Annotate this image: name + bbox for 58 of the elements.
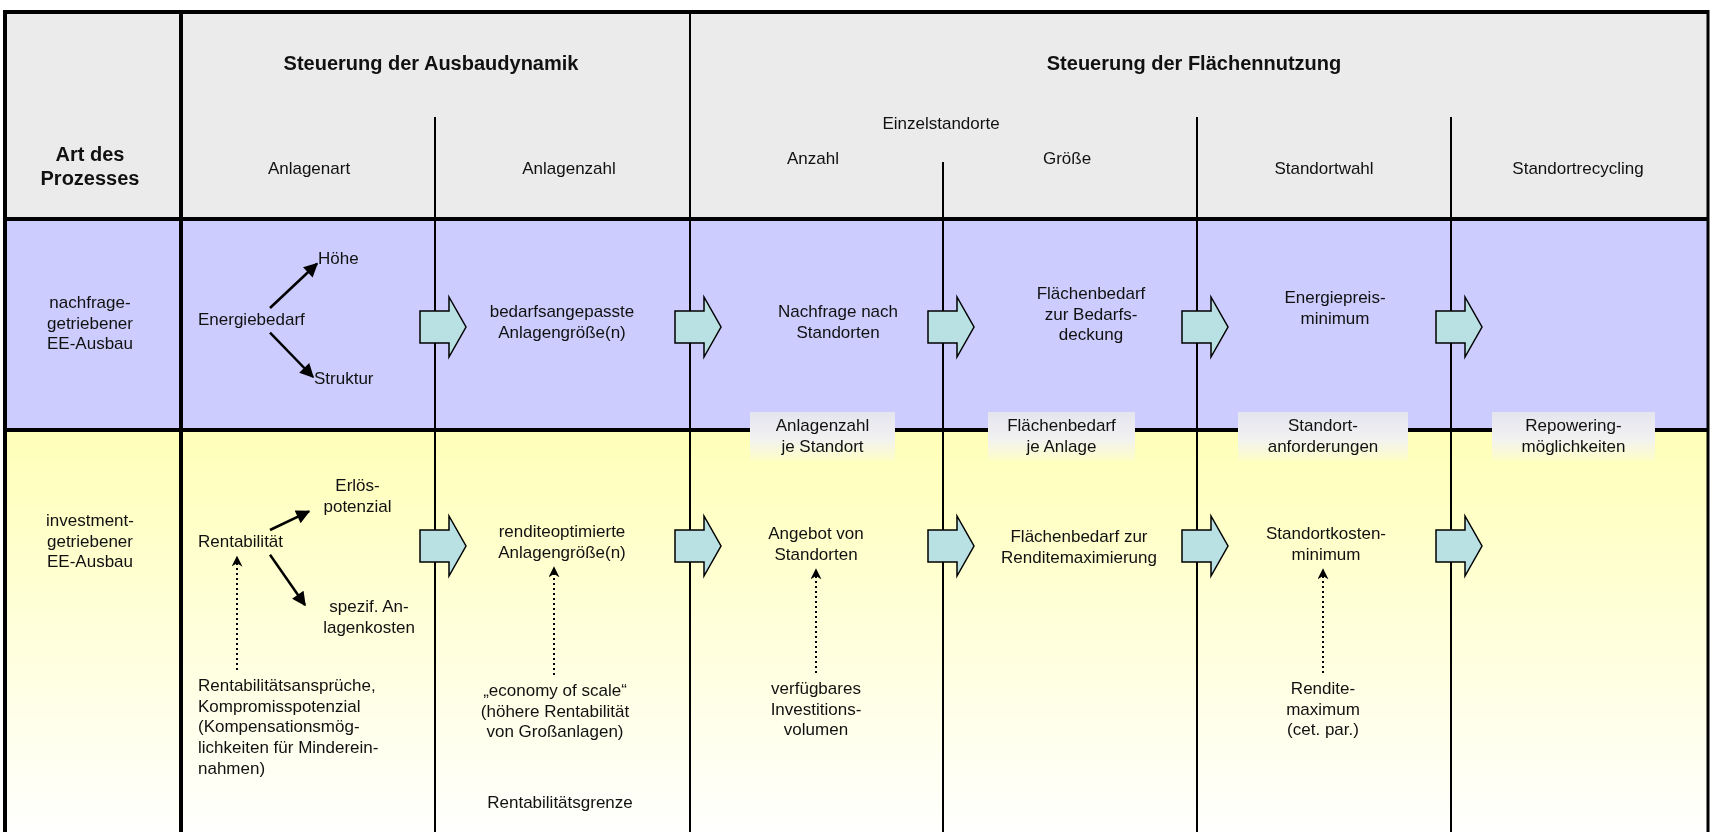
table-text: nachfrage- getriebener EE-Ausbau [46, 292, 134, 356]
node-text: Rentabilität [198, 532, 310, 553]
label-box [1492, 412, 1655, 462]
label-box [750, 412, 895, 462]
block-arrow [1435, 513, 1483, 579]
node-text: renditeoptimierte Anlagengröße(n) [462, 522, 662, 564]
node-text: Energiepreis- minimum [1268, 288, 1402, 330]
table-text: Einzelstandorte [881, 113, 1001, 135]
dotted-arrow [231, 555, 243, 671]
label-box [1238, 412, 1408, 462]
node-text: Standortkosten- minimum [1226, 524, 1426, 566]
dotted-arrow [548, 566, 560, 676]
node-text: Nachfrage nach Standorten [760, 302, 916, 344]
block-arrow [674, 294, 722, 360]
block-arrow [927, 294, 975, 360]
table-text: Anlagenzahl [521, 158, 617, 180]
arrow [269, 331, 314, 378]
arrow [269, 262, 318, 309]
node-text: Erlös- potenzial [310, 476, 405, 518]
node-text: verfügbares Investitions- volumen [752, 679, 880, 742]
node-text: Flächenbedarf zur Bedarfs- deckung [1026, 284, 1156, 347]
node-text: Rentabilitätsansprüche, Kompromisspotenzial (Kompensationsmög- lichkeiten für Minderein- nahmen) [198, 676, 430, 780]
block-arrow [1181, 294, 1229, 360]
dotted-arrow [1317, 568, 1329, 674]
column-heading: Steuerung der Ausbaudynamik [282, 50, 580, 76]
arrow [268, 554, 307, 607]
arrow [269, 510, 311, 532]
block-arrow [419, 513, 467, 579]
table-text: investment- getriebener EE-Ausbau [45, 510, 135, 574]
block-arrow [674, 513, 722, 579]
column-heading: Art des Prozesses [39, 141, 141, 191]
block-arrow [1181, 513, 1229, 579]
dotted-arrow [810, 568, 822, 674]
table-text: Anlagenart [266, 158, 352, 180]
node-text: Flächenbedarf je Anlage [1006, 416, 1117, 458]
node-text: Repowering- möglichkeiten [1520, 416, 1627, 458]
block-arrow [419, 294, 467, 360]
node-text: „economy of scale“ [482, 681, 628, 702]
node-text: Anlagenzahl je Standort [774, 416, 871, 458]
node-text: Energiebedarf [198, 310, 316, 331]
node-text: Standort- anforderungen [1266, 416, 1380, 458]
block-arrow [927, 513, 975, 579]
node-text: bedarfsangepasste Anlagengröße(n) [462, 302, 662, 344]
node-text: spezif. An- lagenkosten [306, 597, 432, 639]
table-text: Anzahl [786, 148, 840, 170]
column-heading: Steuerung der Flächennutzung [1045, 50, 1343, 76]
table-text: Standortrecycling [1511, 158, 1645, 180]
table-text: Größe [1041, 148, 1093, 170]
node-text: Struktur [314, 369, 394, 390]
block-arrow [1435, 294, 1483, 360]
node-text: Flächenbedarf zur Renditemaximierung [978, 527, 1180, 569]
node-text: Rendite- maximum (cet. par.) [1275, 679, 1371, 742]
node-text: Höhe [318, 249, 373, 270]
node-text: Angebot von Standorten [752, 524, 880, 566]
table-text: Rentabilitätsgrenze [486, 792, 634, 814]
node-text: (höhere Rentabilität von Großanlagen) [479, 701, 631, 744]
label-box [988, 412, 1135, 462]
table-text: Standortwahl [1273, 158, 1375, 180]
